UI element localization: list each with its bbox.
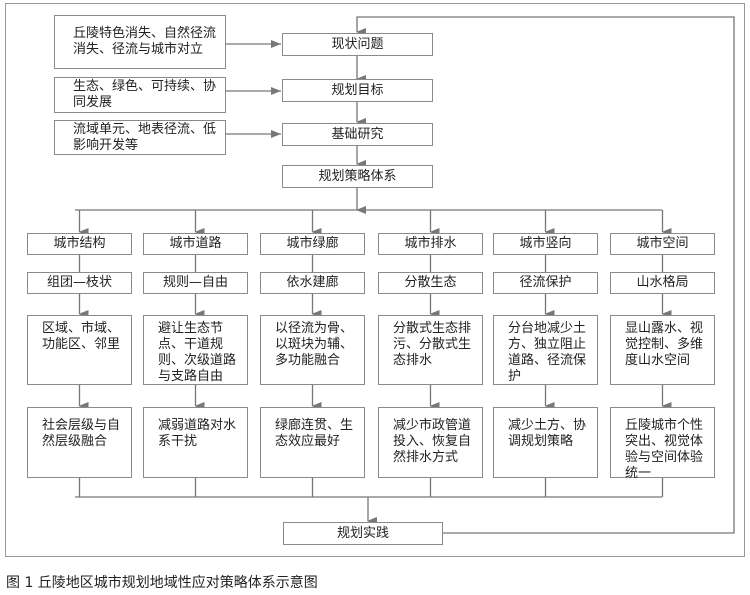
- column-5-result: 减少土方、协调规划策略: [493, 407, 598, 478]
- column-5-strategy: 分台地减少土方、独立阻止道路、径流保护: [493, 315, 598, 385]
- column-1-title: 城市结构: [27, 233, 132, 255]
- input-text: 丘陵特色消失、自然径流消失、径流与城市对立: [73, 26, 217, 57]
- column-4-principle: 分散生态: [378, 272, 483, 294]
- column-1-result: 社会层级与自然层级融合: [27, 407, 132, 478]
- column-4-strategy: 分散式生态排污、分散式生态排水: [378, 315, 483, 385]
- figure-caption: 图 1 丘陵地区城市规划地域性应对策略体系示意图: [6, 575, 318, 591]
- column-1-principle: 组团—枝状: [27, 272, 132, 294]
- column-4-result: 减少市政管道投入、恢复自然排水方式: [378, 407, 483, 478]
- column-6-title: 城市空间: [610, 233, 715, 255]
- column-2-title: 城市道路: [143, 233, 248, 255]
- column-5-principle: 径流保护: [493, 272, 598, 294]
- column-3-title: 城市绿廊: [260, 233, 365, 255]
- column-3-result: 绿廊连贯、生态效应最好: [260, 407, 365, 478]
- step-strategy-system: 规划策略体系: [282, 165, 433, 188]
- column-1-strategy: 区域、市域、功能区、邻里: [27, 315, 132, 385]
- diagram-frame: [5, 3, 745, 557]
- column-2-result: 减弱道路对水系干扰: [143, 407, 248, 478]
- column-6-strategy: 显山露水、视觉控制、多维度山水空间: [610, 315, 715, 385]
- column-5-title: 城市竖向: [493, 233, 598, 255]
- step-planning-goals: 规划目标: [282, 79, 433, 102]
- step-basic-research: 基础研究: [282, 123, 433, 146]
- step-current-problems: 现状问题: [282, 33, 433, 56]
- column-6-principle: 山水格局: [610, 272, 715, 294]
- input-box-goals: 生态、绿色、可持续、协同发展: [54, 77, 226, 113]
- input-text: 生态、绿色、可持续、协同发展: [73, 79, 217, 110]
- column-3-principle: 依水建廊: [260, 272, 365, 294]
- column-2-principle: 规则—自由: [143, 272, 248, 294]
- input-text: 流域单元、地表径流、低影响开发等: [73, 121, 217, 153]
- column-6-result: 丘陵城市个性突出、视觉体验与空间体验统一: [610, 407, 715, 481]
- column-3-strategy: 以径流为骨、以斑块为辅、多功能融合: [260, 315, 365, 385]
- column-4-title: 城市排水: [378, 233, 483, 255]
- input-box-problems: 丘陵特色消失、自然径流消失、径流与城市对立: [54, 15, 226, 69]
- column-2-strategy: 避让生态节点、干道规则、次级道路与支路自由: [143, 315, 248, 385]
- input-box-research: 流域单元、地表径流、低影响开发等: [54, 120, 226, 155]
- feedback-loop: [356, 16, 735, 534]
- planning-practice: 规划实践: [283, 522, 443, 545]
